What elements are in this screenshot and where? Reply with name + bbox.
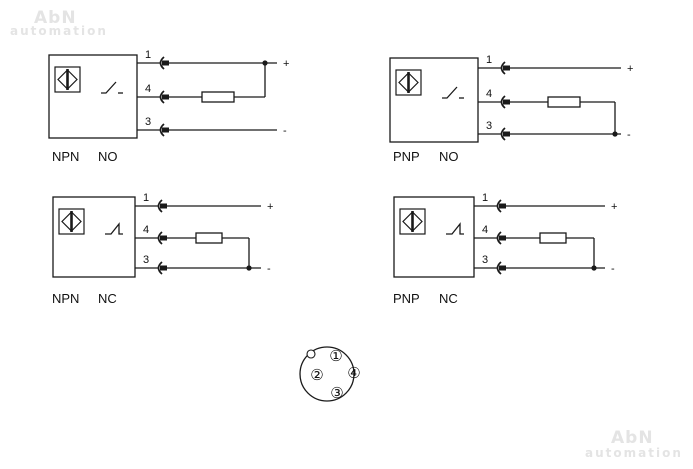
switch-no-icon (101, 81, 117, 94)
junction-dot (246, 265, 252, 271)
polarity-sign: - (283, 125, 287, 137)
plug-socket-icon (496, 231, 502, 245)
wiring-diagram-4: 1 +4 3 - PNP NC (393, 192, 617, 306)
plug-socket-icon (500, 61, 506, 75)
switching-mode-label: NO (439, 149, 459, 164)
polarity-sign: + (267, 201, 273, 213)
plug-pin-icon (160, 265, 167, 271)
plug-pin-icon (503, 99, 510, 105)
watermark-tagline-bottom: automation (585, 446, 683, 460)
sensor-symbol-frame (395, 69, 422, 96)
pin-number-label: 4 (482, 224, 488, 236)
watermark-brand-bottom: AbN (611, 428, 654, 448)
plug-socket-icon (159, 123, 165, 137)
polarity-sign: + (627, 63, 633, 75)
polarity-sign: - (627, 129, 631, 141)
pin-number-label: 3 (486, 120, 492, 132)
output-type-label: NPN (52, 291, 79, 306)
junction-dot (262, 60, 268, 66)
plug-pin-icon (160, 203, 167, 209)
pin-number-label: 4 (143, 224, 149, 236)
plug-pin-icon (499, 235, 506, 241)
pin-number-label: 1 (143, 192, 149, 204)
junction-dot (612, 131, 618, 137)
output-type-label: PNP (393, 149, 420, 164)
plug-socket-icon (500, 95, 506, 109)
pin-number-label: 1 (486, 54, 492, 66)
watermark-brand: AbN (34, 8, 77, 28)
plug-socket-icon (496, 261, 502, 275)
connector-pin-label: ④ (347, 364, 360, 382)
polarity-sign: + (611, 201, 617, 213)
plug-pin-icon (162, 94, 169, 100)
polarity-sign: + (283, 58, 289, 70)
pin-number-label: 1 (482, 192, 488, 204)
pin-number-label: 1 (145, 49, 151, 61)
sensor-symbol-frame (58, 208, 85, 235)
switching-mode-label: NC (98, 291, 117, 306)
plug-pin-icon (160, 235, 167, 241)
wiring-diagram-2: 1 +4 3 - PNP NO (389, 54, 633, 164)
plug-pin-icon (499, 203, 506, 209)
plug-socket-icon (500, 127, 506, 141)
connector-pin-label: ① (329, 347, 342, 365)
pin-number-label: 3 (145, 116, 151, 128)
sensor-body (393, 196, 475, 278)
polarity-sign: - (267, 263, 271, 275)
plug-socket-icon (157, 199, 163, 213)
load-resistor (547, 96, 581, 108)
sensor-body (52, 196, 136, 278)
plug-socket-icon (496, 199, 502, 213)
output-type-label: NPN (52, 149, 79, 164)
sensor-body (389, 57, 479, 143)
load-resistor (539, 232, 567, 244)
switching-mode-label: NO (98, 149, 118, 164)
switch-no-icon (442, 86, 458, 99)
load-resistor (201, 91, 235, 103)
plug-socket-icon (159, 56, 165, 70)
pin-number-label: 4 (145, 83, 151, 95)
plug-pin-icon (162, 127, 169, 133)
polarity-sign: - (611, 263, 615, 275)
sensor-symbol-frame (399, 208, 426, 235)
wiring-diagram-3: 1 +4 3 - NPN NC (52, 192, 273, 306)
pin-number-label: 4 (486, 88, 492, 100)
wiring-diagram-1: 1 +4 3 - NPN NO (48, 49, 289, 164)
sensor-symbol-frame (54, 66, 81, 93)
switch-nc-icon (446, 222, 464, 235)
pin-number-label: 3 (482, 254, 488, 266)
plug-socket-icon (159, 90, 165, 104)
switching-mode-label: NC (439, 291, 458, 306)
junction-dot (591, 265, 597, 271)
connector-pin-label: ② (310, 366, 323, 384)
watermark-tagline: automation (10, 24, 108, 38)
switch-nc-icon (105, 222, 123, 235)
connector-outline (299, 346, 355, 402)
output-type-label: PNP (393, 291, 420, 306)
plug-socket-icon (157, 231, 163, 245)
plug-pin-icon (503, 65, 510, 71)
pin-number-label: 3 (143, 254, 149, 266)
plug-pin-icon (162, 60, 169, 66)
connector-key-notch (306, 349, 316, 359)
plug-pin-icon (499, 265, 506, 271)
connector-pin-label: ③ (330, 384, 343, 402)
load-resistor (195, 232, 223, 244)
plug-pin-icon (503, 131, 510, 137)
plug-socket-icon (157, 261, 163, 275)
